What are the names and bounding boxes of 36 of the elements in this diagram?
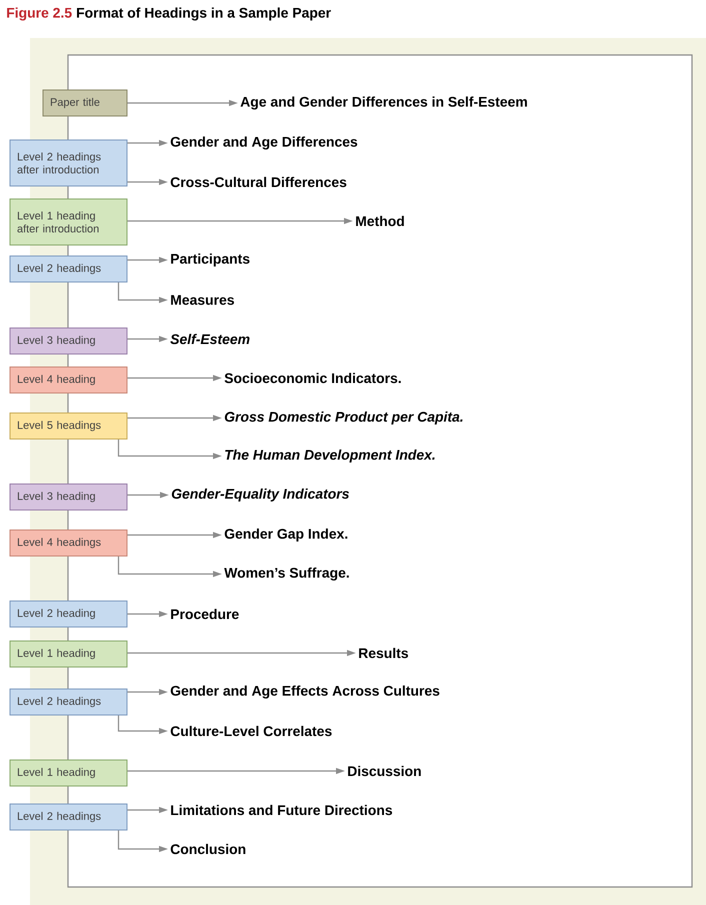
heading-text: Limitations and Future Directions xyxy=(171,804,392,816)
heading-text: Gender Gap Index. xyxy=(224,528,348,542)
heading-text: Culture-Level Correlates xyxy=(170,726,332,736)
heading-text: Gender and Age Effects Across Cultures xyxy=(170,685,440,699)
heading-text: Conclusion xyxy=(170,844,246,854)
heading-text: Age and Gender Differences in Self-Esteem xyxy=(240,96,527,110)
heading-text: Gender and Age Differences xyxy=(170,136,358,150)
heading-level-box: Level 1 heading xyxy=(10,640,128,668)
heading-text: Procedure xyxy=(171,608,239,620)
heading-text: Socioeconomic Indicators. xyxy=(224,372,401,384)
heading-level-box: Level 1 heading xyxy=(10,760,128,786)
heading-text: Gross Domestic Product per Capita. xyxy=(224,412,462,424)
heading-text: Gender-Equality Indicators xyxy=(172,488,349,502)
heading-level-box: Level 2 heading xyxy=(10,600,128,628)
heading-text: Cross-Cultural Differences xyxy=(170,176,346,188)
heading-level-box: Level 2 headings xyxy=(10,804,128,830)
heading-level-box: Level 1 heading after introduction xyxy=(10,198,128,246)
heading-text: Results xyxy=(359,648,408,658)
heading-level-box: Level 4 headings xyxy=(10,530,128,556)
heading-level-box: Level 2 headings after introduction xyxy=(10,140,128,186)
heading-text: Measures xyxy=(171,295,234,305)
heading-text: Method xyxy=(356,216,404,226)
heading-level-box: Level 2 headings xyxy=(10,688,128,716)
heading-text: The Human Development Index. xyxy=(225,450,435,462)
heading-level-box: Level 3 heading xyxy=(10,328,128,354)
heading-text: Participants xyxy=(171,254,250,266)
figure-number: Figure 2.5 xyxy=(7,7,72,21)
heading-level-box: Paper title xyxy=(42,90,128,116)
heading-level-box: Level 5 headings xyxy=(10,412,128,440)
heading-level-box: Level 4 heading xyxy=(10,366,128,394)
heading-text: Women’s Suffrage. xyxy=(224,567,349,581)
heading-text: Self-Esteem xyxy=(170,334,250,344)
figure-title: Format of Headings in a Sample Paper xyxy=(77,7,331,21)
heading-level-box: Level 3 heading xyxy=(10,484,128,510)
heading-text: Discussion xyxy=(348,766,421,776)
heading-level-box: Level 2 headings xyxy=(10,256,128,282)
